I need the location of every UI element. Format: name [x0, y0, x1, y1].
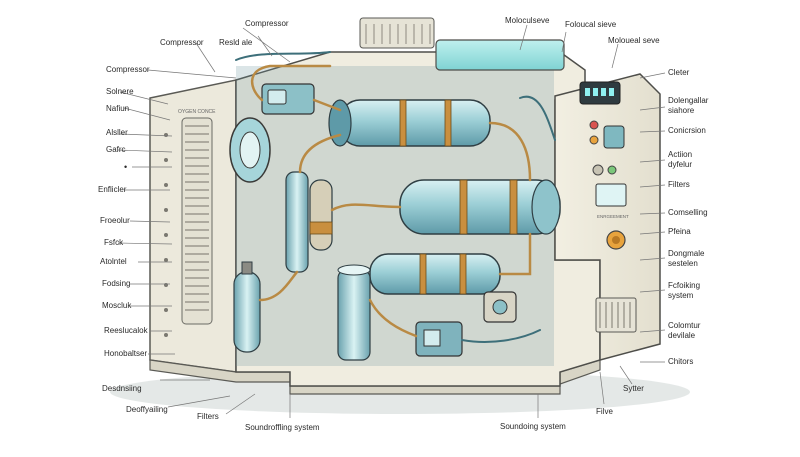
flow-meter-window — [595, 183, 627, 207]
label-left-moscluk: Moscluk — [102, 301, 132, 310]
label-bottom-deoffyailing: Deoffyailing — [126, 405, 168, 414]
control-module — [603, 125, 625, 149]
fan-disk — [229, 117, 271, 183]
left-side-panel: OYGEN CONCE — [149, 79, 237, 373]
brass-tank — [309, 179, 333, 251]
piping — [250, 64, 532, 338]
label-right-comselling: Comselling — [668, 208, 708, 217]
label-top-compressor-1: Compressor — [160, 38, 204, 47]
label-top-compressor-2: Compressor — [245, 19, 289, 28]
dial-knob — [592, 164, 604, 176]
lower-sieve-cylinder — [399, 179, 561, 235]
knob-center — [612, 236, 620, 244]
label-bottom-soundroffling-system: Soundroffling system — [245, 423, 320, 432]
label-left-honobaltser: Honobaltser — [104, 349, 148, 358]
left-vent-grille — [181, 117, 213, 325]
red-indicator-button — [589, 120, 599, 130]
control-panel: ENRGEEMENT — [554, 73, 661, 361]
gas-bottle — [233, 261, 261, 353]
device-brand: OYGEN CONCE — [178, 109, 216, 115]
label-left-compressor: Compressor — [106, 65, 150, 74]
label-left-solnere: Solnere — [106, 87, 134, 96]
label-right-filters: Filters — [668, 180, 690, 189]
label-left-fsfck: Fsfck — [104, 238, 124, 247]
label-left-enflicler: Enflicler — [98, 185, 127, 194]
upper-sieve-cylinder — [328, 99, 491, 147]
label-right-pfeina: Pfeina — [668, 227, 691, 236]
orange-indicator-button — [589, 135, 599, 145]
label-right-dolengallar: Dolengallar siahore — [668, 96, 709, 115]
center-canister — [337, 264, 371, 361]
label-bottom-filters: Filters — [197, 412, 219, 421]
label-left-froeolur: Froeolur — [100, 216, 130, 225]
hoses — [235, 51, 556, 343]
label-left-atolntel: Atolntel — [100, 257, 127, 266]
top-sieve-window — [435, 39, 565, 71]
display-screen — [579, 81, 621, 105]
label-left-bullet: • — [124, 162, 128, 172]
label-left-gafrc: Gafrc — [106, 145, 126, 154]
top-vent — [359, 17, 435, 49]
label-right-conicrsion: Conicrsion — [668, 126, 706, 135]
compressor-block — [261, 83, 315, 115]
leader-lines — [117, 24, 666, 418]
label-right-fcfoiking-system: Fcfoiking system — [668, 281, 701, 300]
label-right-colomtur-devilale: Colomtur devilale — [668, 321, 701, 340]
vent-slats — [185, 125, 209, 311]
label-right-cleter: Cleter — [668, 68, 690, 77]
panel-tag: ENRGEEMENT — [597, 214, 629, 219]
regulator-box — [415, 321, 463, 357]
label-right-actiion-dyfelur: Actiion dyfelur — [668, 150, 693, 169]
label-bottom-sytter: Sytter — [623, 384, 644, 393]
display-digits — [585, 88, 614, 96]
label-left-fodsing: Fodsing — [102, 279, 131, 288]
label-top-moloueal-seve: Moloueal seve — [608, 36, 660, 45]
label-left-alsller: Alsller — [106, 128, 128, 137]
valve-assembly — [483, 291, 517, 323]
green-indicator — [607, 165, 617, 175]
label-bottom-filve: Filve — [596, 407, 613, 416]
label-bottom-desdnsiing: Desdnsiing — [102, 384, 142, 393]
top-vent-slats — [365, 24, 431, 44]
label-left-reeslucalok: Reeslucalok — [104, 326, 148, 335]
label-left-nafiun: Nafiun — [106, 104, 130, 113]
label-top-foloucal-sieve: Foloucal sieve — [565, 20, 617, 29]
panel-vent-slats — [599, 302, 631, 328]
label-top-resld-ale: Resld ale — [219, 38, 253, 47]
label-bottom-soundoing-system: Soundoing system — [500, 422, 566, 431]
label-top-moloculseve: Moloculseve — [505, 16, 550, 25]
vertical-filter-tube — [285, 171, 309, 273]
label-right-dongmale-sestelen: Dongmale sestelen — [668, 249, 705, 268]
label-right-chitors: Chitors — [668, 357, 694, 366]
bottom-horizontal-cylinder — [369, 253, 501, 295]
